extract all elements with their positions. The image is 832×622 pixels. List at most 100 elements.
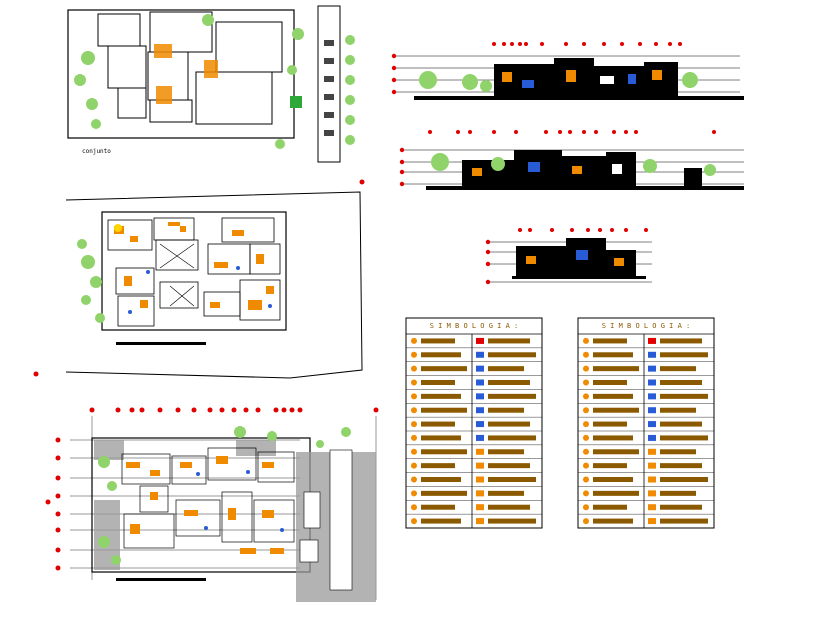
legend-text-bar: [660, 407, 696, 413]
site-plan-green-marker: [290, 96, 302, 108]
legend-symbol-icon: [476, 518, 484, 525]
legend-table-right: S I M B O L O G I A :: [577, 317, 715, 529]
legend-text-bar: [660, 352, 708, 358]
elevation-2-axis-markers: [399, 130, 716, 187]
floor-plan-rooms: [107, 217, 281, 327]
legend-text-bar: [660, 380, 702, 385]
legend-symbol-icon: [411, 462, 417, 469]
legend-table-left: S I M B O L O G I A :: [405, 317, 543, 529]
legend-text-bar: [593, 504, 627, 510]
legend-text-bar: [421, 380, 455, 385]
floor-plan-lower: [45, 407, 379, 602]
legend-symbol-icon: [411, 365, 417, 372]
legend-text-bar: [593, 518, 633, 524]
legend-symbol-icon: [648, 490, 656, 497]
legend-text-bar: [660, 421, 702, 427]
legend-text-bar: [488, 407, 524, 413]
legend-symbol-icon: [648, 504, 656, 511]
legend-symbol-icon: [583, 448, 589, 455]
legend-text-bar: [660, 366, 696, 372]
legend-symbol-icon: [476, 379, 484, 386]
legend-symbol-icon: [411, 351, 417, 358]
legend-symbol-icon: [411, 504, 417, 511]
legend-symbol-icon: [583, 490, 589, 497]
legend-symbol-icon: [411, 518, 417, 525]
site-plan-parking-stalls: [324, 40, 334, 136]
elevation-1-trees: [419, 71, 698, 92]
floor-plan-trees: [77, 239, 105, 323]
lower-plan-parking: [299, 449, 353, 591]
legend-text-bar: [593, 352, 633, 358]
legend-symbol-icon: [476, 337, 484, 344]
legend-text-bar: [660, 477, 708, 482]
legend-text-bar: [593, 463, 627, 469]
legend-text-bar: [660, 518, 708, 524]
legend-symbol-icon: [476, 421, 484, 428]
legend-text-bar: [488, 449, 524, 455]
legend-text-bar: [488, 435, 536, 441]
lower-plan-scale-bar: [116, 578, 206, 581]
legend-text-bar: [421, 435, 461, 441]
legend-text-bar: [660, 449, 696, 455]
legend-symbol-icon: [476, 462, 484, 469]
lower-plan-rooms: [121, 447, 295, 549]
legend-symbol-icon: [648, 379, 656, 386]
elevation-3: [485, 228, 652, 285]
legend-text-bar: [421, 366, 467, 372]
site-plan: conjunto: [67, 5, 355, 163]
site-plan-buildings: [97, 11, 283, 125]
legend-text-bar: [488, 490, 524, 496]
legend-text-bar: [593, 477, 633, 482]
legend-symbol-icon: [476, 448, 484, 455]
legend-symbol-icon: [648, 421, 656, 428]
legend-text-bar: [593, 366, 639, 372]
floor-plan-lot-boundary: [65, 191, 363, 379]
legend-text-bar: [488, 477, 536, 482]
legend-symbol-icon: [476, 407, 484, 414]
legend-symbol-icon: [648, 365, 656, 372]
elevation-2-windows: [472, 162, 622, 176]
legend-symbol-icon: [583, 351, 589, 358]
floor-plan-scale-bar: [116, 342, 206, 345]
floor-plan-red-marker-2: [359, 179, 365, 185]
legend-symbol-icon: [648, 337, 656, 344]
site-plan-hedge: [345, 35, 355, 145]
floor-plan-yellow-marker: [114, 224, 122, 232]
legend-text-bar: [421, 490, 467, 496]
legend-symbol-icon: [411, 448, 417, 455]
legend-text-bar: [660, 490, 696, 496]
floor-plan-red-marker: [33, 371, 39, 377]
legend-text-bar: [593, 338, 627, 344]
elevation-3-axis-markers: [485, 228, 648, 285]
elevation-3-windows: [526, 250, 624, 266]
lower-plan-red-marker: [45, 499, 51, 505]
legend-symbol-icon: [583, 518, 589, 525]
legend-symbol-icon: [648, 462, 656, 469]
floor-plan-courtyards: [159, 243, 195, 307]
elevation-3-ground: [512, 276, 646, 279]
legend-text-bar: [488, 380, 530, 385]
legend-symbol-icon: [411, 393, 417, 400]
legend-symbol-icon: [411, 434, 417, 441]
elevation-3-building: [516, 238, 636, 276]
legend-text-bar: [593, 435, 633, 441]
legend-text-bar: [593, 380, 627, 385]
lower-plan-trees: [98, 426, 351, 565]
floor-plan-upper: [33, 179, 365, 379]
elevation-1-windows: [502, 70, 662, 88]
legend-text-bar: [421, 504, 455, 510]
legend-text-bar: [421, 449, 467, 455]
legend-text-bar: [660, 393, 708, 399]
elevation-1: [391, 42, 744, 100]
legend-text-bar: [593, 449, 639, 455]
legend-text-bar: [660, 504, 702, 510]
legend-symbol-icon: [476, 490, 484, 497]
legend-symbol-icon: [648, 407, 656, 414]
legend-text-bar: [660, 338, 702, 344]
legend-text-bar: [421, 463, 455, 469]
floor-plan-fixtures: [128, 266, 272, 314]
lower-plan-axis-markers-left: [55, 437, 61, 571]
elevation-1-axis-markers: [391, 42, 682, 95]
legend-symbol-icon: [583, 379, 589, 386]
